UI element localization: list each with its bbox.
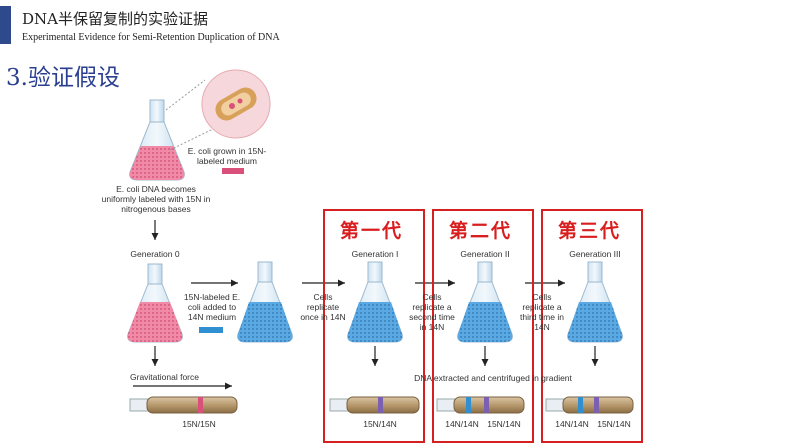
replicate-third-label: Cells replicate a third time in 14N — [520, 292, 564, 332]
flask-15n-medium — [129, 99, 185, 181]
heavy-medium-swatch — [222, 168, 244, 174]
ecoli-dna-label: E. coli DNA becomes uniformly labeled wi… — [101, 184, 211, 214]
ecoli-grown-label: E. coli grown in 15N-labeled medium — [187, 146, 267, 166]
dna-extracted-label: DNA extracted and centrifuged in gradien… — [414, 373, 572, 383]
added-to-14n-label: 15N-labeled E. coli added to 14N medium — [183, 292, 241, 322]
generation-1-cn-label: 第一代 — [340, 220, 404, 242]
tube-generation-3 — [545, 396, 634, 414]
generation-3-cn-label: 第三代 — [558, 220, 622, 242]
replicate-second-label: Cells replicate a second time in 14N — [409, 292, 455, 332]
flask-generation-2 — [457, 261, 513, 343]
generation-1-label: Generation I — [351, 249, 399, 259]
generation-3-highlight-box — [541, 209, 643, 443]
replicate-once-label: Cells replicate once in 14N — [300, 292, 346, 322]
flask-14n-medium — [237, 261, 293, 343]
generation-2-highlight-box — [432, 209, 534, 443]
band-label-gen2-light: 14N/14N — [445, 419, 479, 429]
section-title: 3.验证假设 — [6, 65, 120, 91]
tube-generation-1 — [329, 396, 420, 414]
slide-subtitle: Experimental Evidence for Semi-Retention… — [22, 32, 280, 43]
generation-3-label: Generation III — [569, 249, 621, 259]
slide-title: DNA半保留复制的实验证据 — [22, 10, 208, 28]
band-label-gen2-hybrid: 15N/14N — [487, 419, 521, 429]
header-accent-bar — [0, 6, 11, 44]
tube-generation-2 — [436, 396, 525, 414]
generation-2-cn-label: 第二代 — [449, 220, 513, 242]
gravitational-force-label: Gravitational force — [130, 372, 199, 382]
band-label-gen0: 15N/15N — [182, 419, 216, 429]
flask-generation-1 — [347, 261, 403, 343]
band-label-gen1: 15N/14N — [363, 419, 397, 429]
generation-1-highlight-box — [323, 209, 425, 443]
flask-generation-3 — [567, 261, 623, 343]
generation-2-label: Generation II — [460, 249, 510, 259]
generation-0-label: Generation 0 — [130, 249, 180, 259]
flask-generation-0 — [127, 263, 183, 343]
band-label-gen3-light: 14N/14N — [555, 419, 589, 429]
tube-generation-0 — [129, 396, 238, 414]
band-label-gen3-hybrid: 15N/14N — [597, 419, 631, 429]
bacterium-zoom — [165, 69, 271, 151]
light-medium-swatch — [199, 327, 223, 333]
